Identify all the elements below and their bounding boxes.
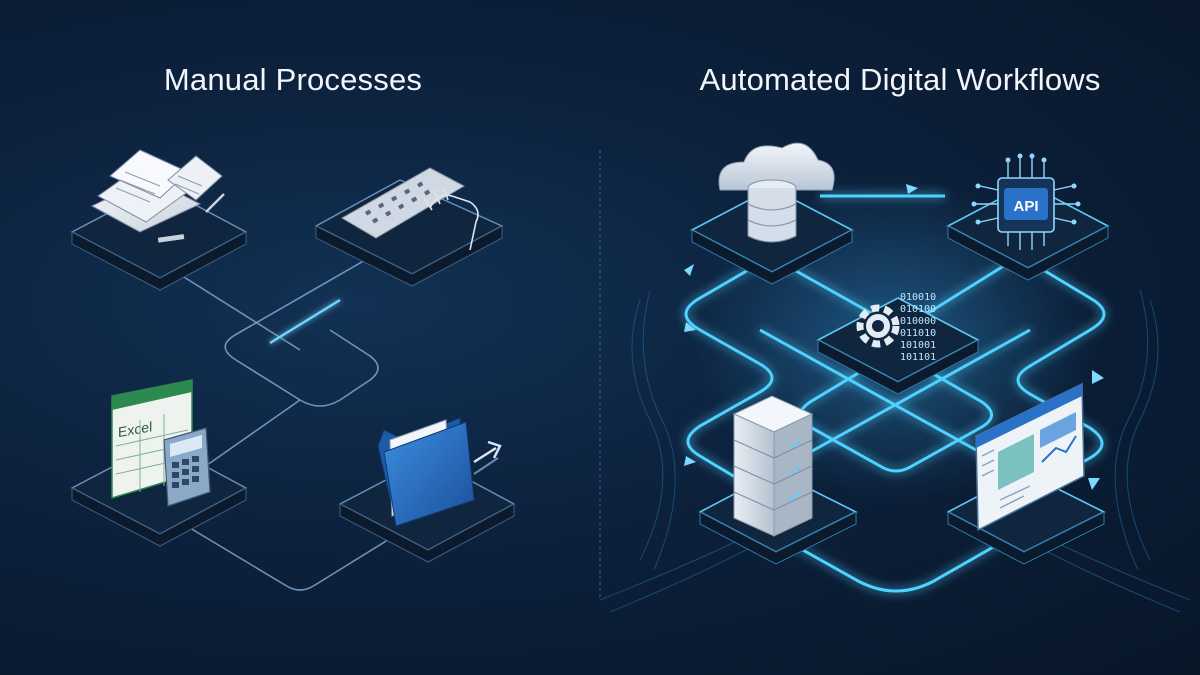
binary-line-3: 010000 bbox=[900, 316, 936, 327]
keyboard-typing-icon bbox=[341, 167, 479, 251]
manual-glow-segment bbox=[269, 298, 341, 345]
automated-workflows-title: Automated Digital Workflows bbox=[699, 62, 1101, 97]
binary-line-2: 010100 bbox=[900, 304, 936, 315]
excel-calculator-icon: Excel bbox=[111, 379, 211, 507]
api-chip-icon: API bbox=[971, 153, 1081, 250]
binary-line-1: 010010 bbox=[900, 292, 936, 303]
gear-binary-icon: 010010 010100 010000 011010 101001 10110… bbox=[856, 292, 936, 363]
platform-paper-documents bbox=[70, 185, 248, 291]
platform-gear-binary bbox=[816, 297, 980, 395]
cloud-database-icon bbox=[718, 142, 835, 243]
binary-line-6: 101101 bbox=[900, 352, 936, 363]
paper-documents-icon bbox=[90, 149, 225, 243]
binary-line-5: 101001 bbox=[900, 340, 936, 351]
excel-label: Excel bbox=[118, 418, 152, 440]
file-folder-icon bbox=[377, 417, 502, 527]
manual-connectors bbox=[159, 239, 421, 591]
platform-keyboard bbox=[314, 179, 504, 287]
binary-line-4: 011010 bbox=[900, 328, 936, 339]
api-label: API bbox=[1013, 198, 1038, 215]
manual-processes-title: Manual Processes bbox=[163, 62, 423, 97]
flow-arrows bbox=[684, 184, 1104, 490]
server-rack-icon bbox=[732, 395, 814, 537]
dashboard-screen-icon bbox=[975, 382, 1085, 532]
